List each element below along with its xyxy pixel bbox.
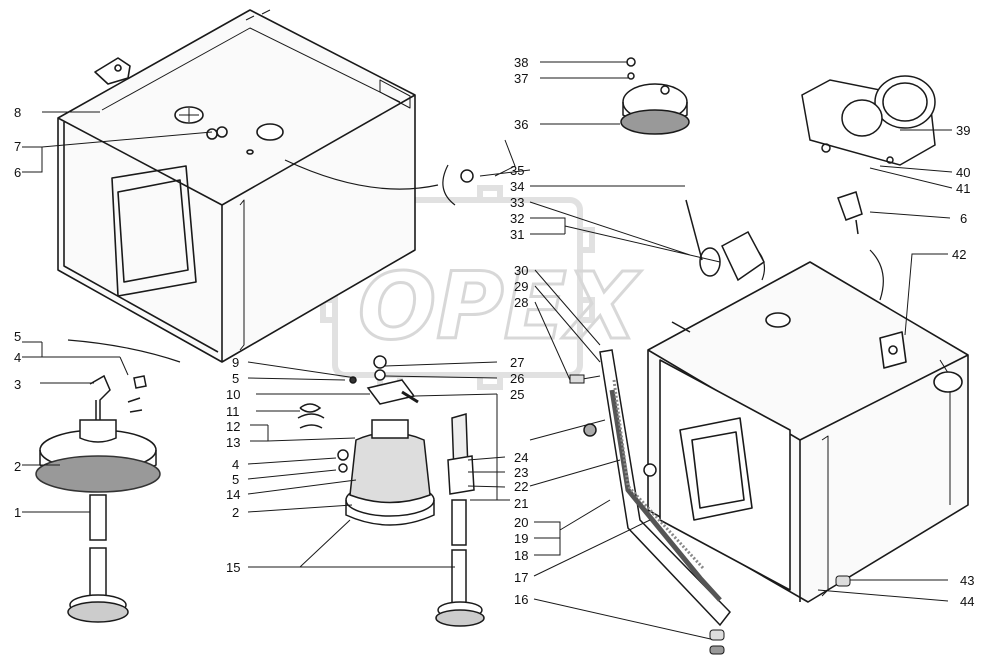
part-number-43: 43 bbox=[960, 573, 974, 588]
part-number-26: 26 bbox=[510, 371, 524, 386]
right-fuel-tank bbox=[647, 261, 969, 603]
part-number-10: 10 bbox=[226, 387, 240, 402]
part-number-14: 14 bbox=[226, 487, 240, 502]
fuel-filter-assembly bbox=[297, 355, 435, 526]
part-number-17: 17 bbox=[514, 570, 528, 585]
part-number-6-2: 6 bbox=[960, 211, 967, 226]
callout-numbers: 1223445556678910111213141516171819202122… bbox=[14, 55, 974, 609]
part-number-31: 31 bbox=[510, 227, 524, 242]
part-number-1: 1 bbox=[14, 505, 21, 520]
part-number-40: 40 bbox=[956, 165, 970, 180]
part-number-27: 27 bbox=[510, 355, 524, 370]
part-number-3: 3 bbox=[14, 377, 21, 392]
tank-bracket bbox=[583, 349, 731, 627]
part-number-9: 9 bbox=[232, 355, 239, 370]
valve-body bbox=[801, 75, 936, 235]
part-number-19: 19 bbox=[514, 531, 528, 546]
leader-lines bbox=[22, 61, 953, 641]
part-number-2-2: 2 bbox=[232, 505, 239, 520]
part-number-29: 29 bbox=[514, 279, 528, 294]
part-number-34: 34 bbox=[510, 179, 524, 194]
small-hardware bbox=[569, 374, 851, 655]
filler-cap-assembly bbox=[620, 57, 690, 135]
part-number-12: 12 bbox=[226, 419, 240, 434]
watermark-logo: OPEX bbox=[320, 185, 643, 390]
part-number-5: 5 bbox=[14, 329, 21, 344]
part-number-35: 35 bbox=[510, 163, 524, 178]
part-number-25: 25 bbox=[510, 387, 524, 402]
part-number-33: 33 bbox=[510, 195, 524, 210]
part-number-2: 2 bbox=[14, 459, 21, 474]
part-number-8: 8 bbox=[14, 105, 21, 120]
part-number-7: 7 bbox=[14, 139, 21, 154]
connector-arcs bbox=[67, 159, 884, 363]
part-number-36: 36 bbox=[514, 117, 528, 132]
center-level-sensor bbox=[435, 413, 485, 627]
part-number-15: 15 bbox=[226, 560, 240, 575]
part-number-32: 32 bbox=[510, 211, 524, 226]
part-number-22: 22 bbox=[514, 479, 528, 494]
left-fuel-tank bbox=[57, 9, 416, 363]
part-number-16: 16 bbox=[514, 592, 528, 607]
part-number-13: 13 bbox=[226, 435, 240, 450]
part-number-28: 28 bbox=[514, 295, 528, 310]
part-number-38: 38 bbox=[514, 55, 528, 70]
part-number-4-2: 4 bbox=[232, 457, 239, 472]
part-number-41: 41 bbox=[956, 181, 970, 196]
part-number-30: 30 bbox=[514, 263, 528, 278]
part-number-44: 44 bbox=[960, 594, 974, 609]
part-number-42: 42 bbox=[952, 247, 966, 262]
part-number-39: 39 bbox=[956, 123, 970, 138]
part-number-11: 11 bbox=[226, 404, 240, 419]
part-number-23: 23 bbox=[514, 465, 528, 480]
part-number-37: 37 bbox=[514, 71, 528, 86]
filler-neck-hose bbox=[460, 169, 765, 333]
part-number-5-2: 5 bbox=[232, 371, 239, 386]
part-number-24: 24 bbox=[514, 450, 528, 465]
part-number-18: 18 bbox=[514, 548, 528, 563]
part-number-6: 6 bbox=[14, 165, 21, 180]
part-number-21: 21 bbox=[514, 496, 528, 511]
watermark-text: OPEX bbox=[358, 253, 641, 360]
part-number-5-3: 5 bbox=[232, 472, 239, 487]
fuel-level-sender bbox=[35, 374, 161, 623]
part-number-20: 20 bbox=[514, 515, 528, 530]
part-number-4: 4 bbox=[14, 350, 21, 365]
